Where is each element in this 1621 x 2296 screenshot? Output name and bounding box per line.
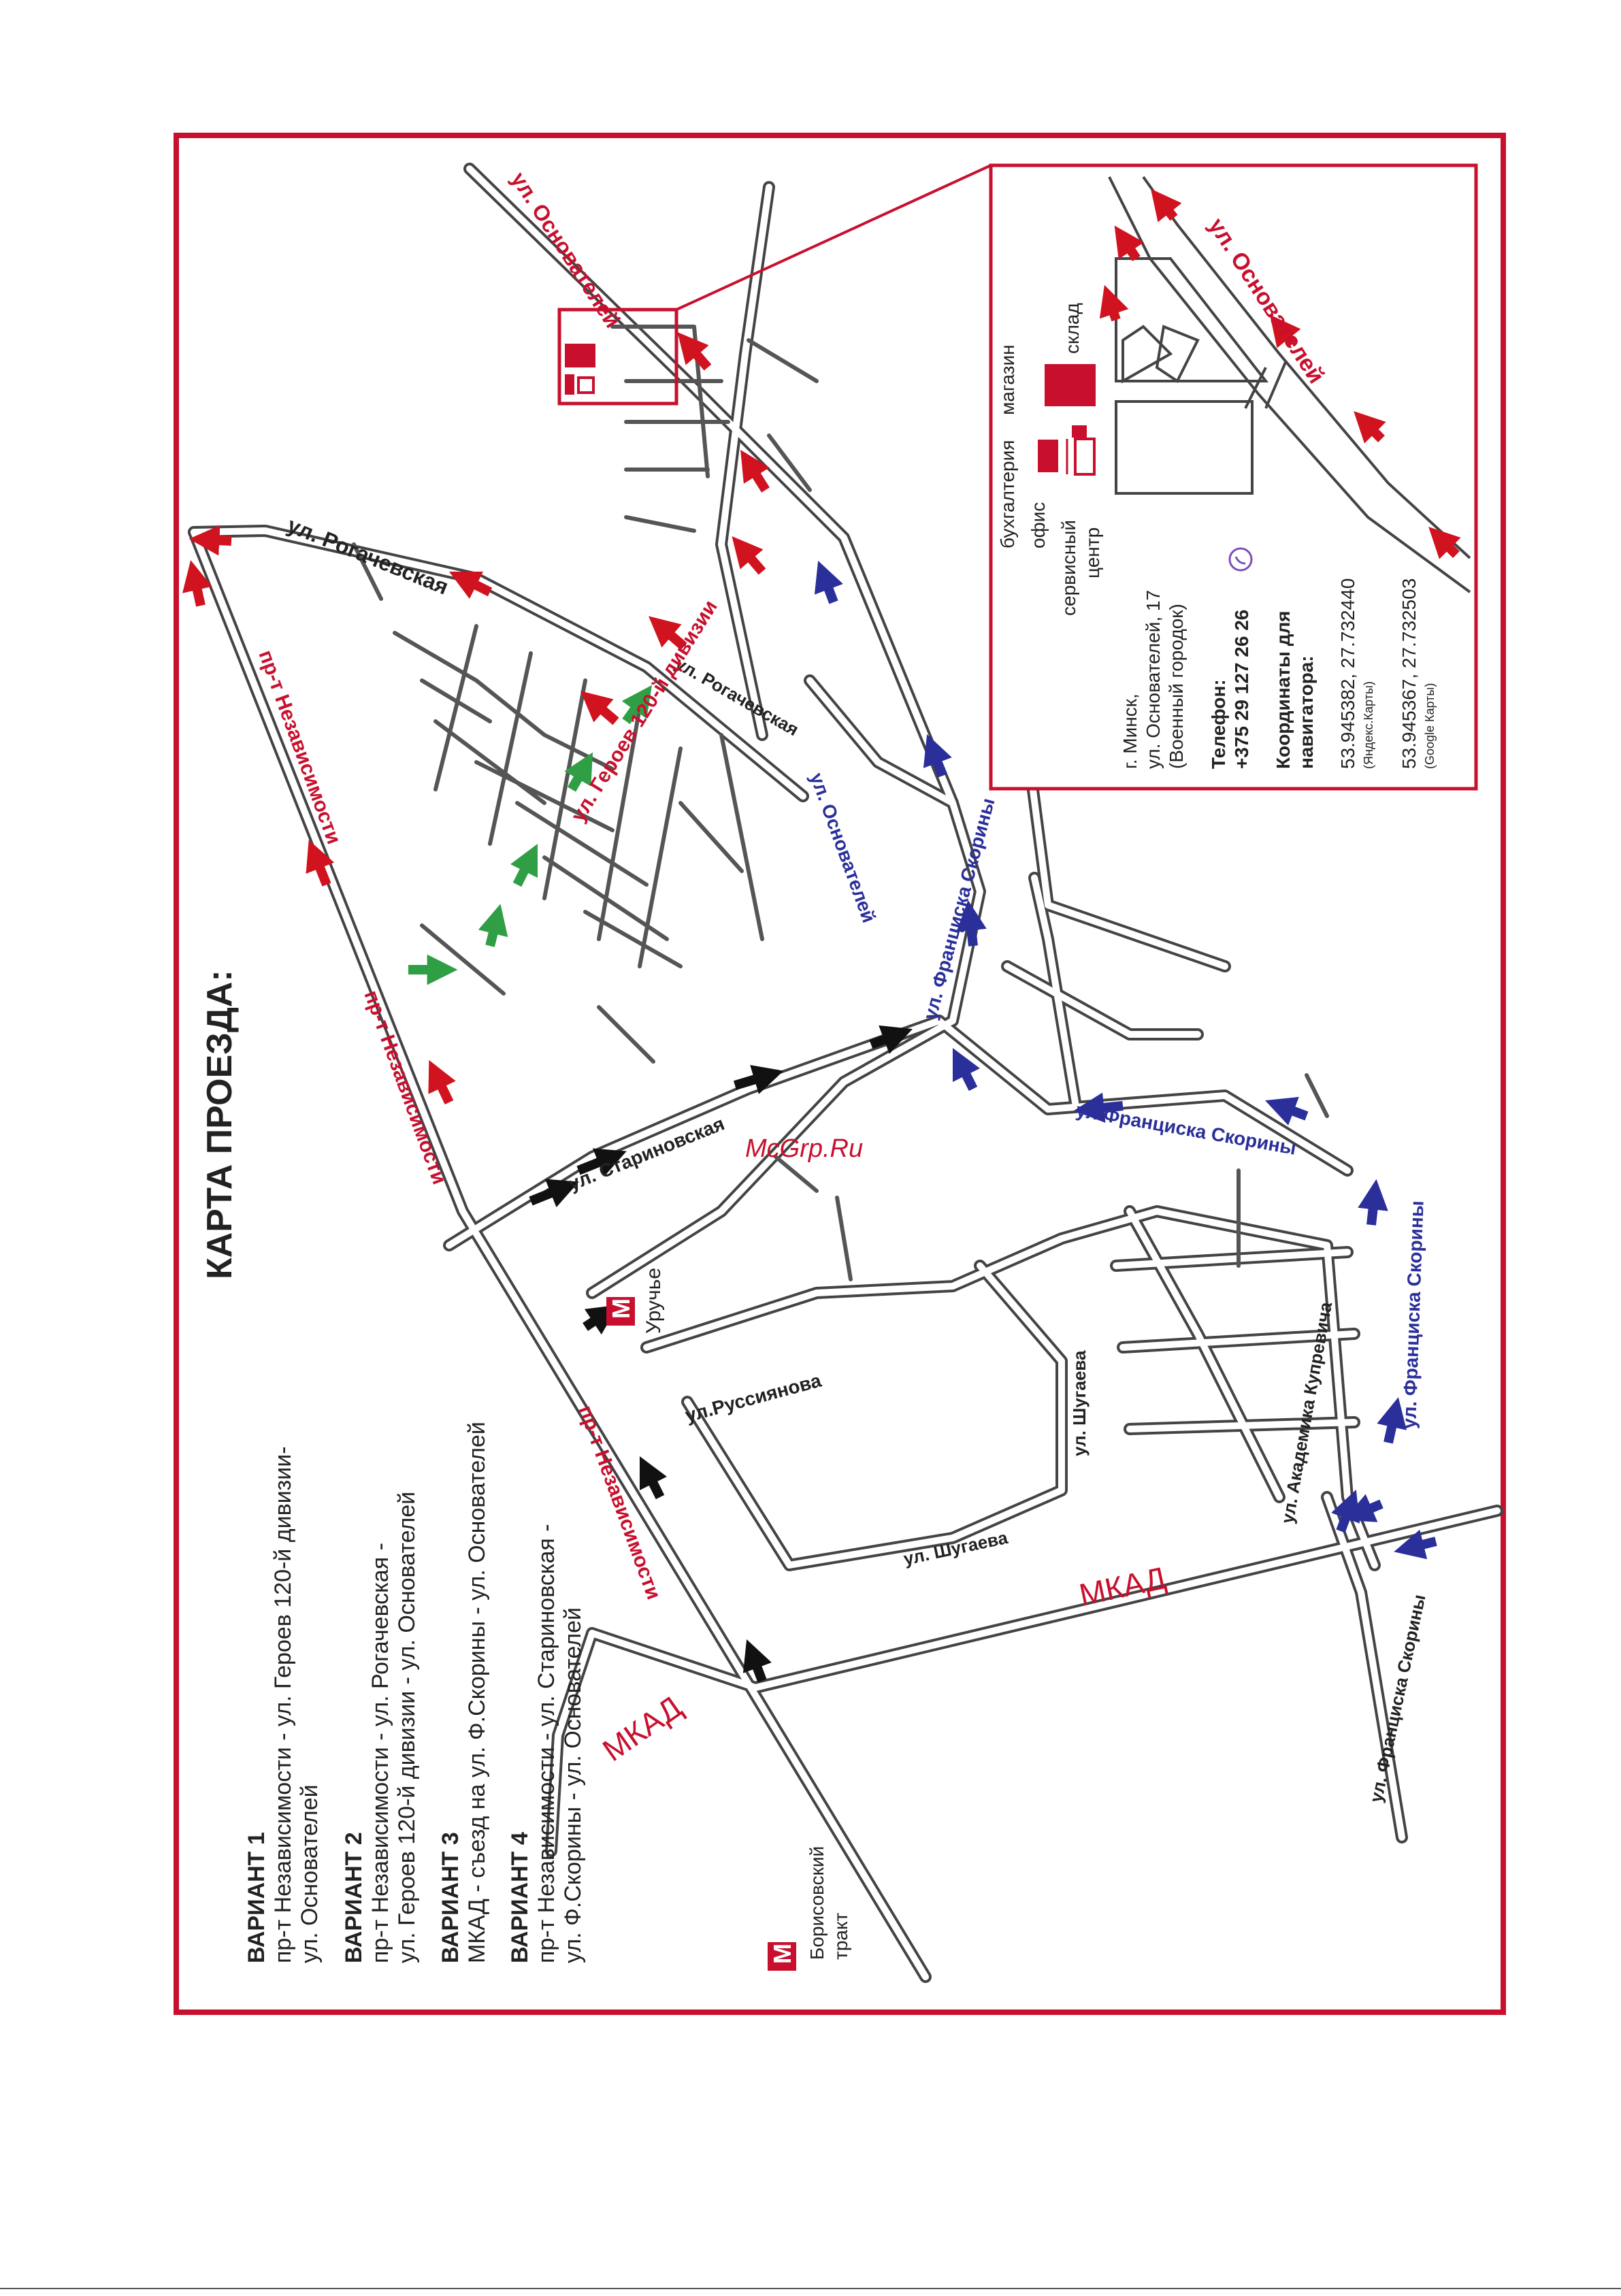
street-shugaeva-label-1: ул. Шугаева xyxy=(1069,1350,1090,1456)
variant-4-heading: ВАРИАНТ 4 xyxy=(507,1832,533,1963)
street-russiyanova-label: ул.Руссиянова xyxy=(683,1370,824,1426)
inset-address-3: (Военный городок) xyxy=(1166,604,1187,769)
inset-servis-label-2: центр xyxy=(1082,527,1103,578)
variant-3-line-1: МКАД - съезд на ул. Ф.Скорины - ул. Осно… xyxy=(464,1422,490,1963)
viber-icon xyxy=(1228,547,1253,572)
metro-borisov-symbol: М xyxy=(768,1944,796,1964)
inset-address-2: ул. Основателей, 17 xyxy=(1143,590,1164,769)
variant-3-heading: ВАРИАНТ 3 xyxy=(438,1832,463,1963)
destination-building-small xyxy=(565,374,574,395)
inset-magazin-label: магазин xyxy=(997,344,1018,415)
watermark: McGrp.Ru xyxy=(745,1134,863,1163)
mkad-label-2: МКАД xyxy=(596,1689,688,1768)
sklad-building xyxy=(1045,364,1096,406)
inset-coords-2: 53.945367, 27.732503 xyxy=(1398,578,1420,769)
inset-sklad-label: склад xyxy=(1062,303,1083,354)
metro-borisov-label-2: тракт xyxy=(830,1912,851,1960)
inset-servis-label-1: сервисный xyxy=(1058,520,1079,616)
metro-uruchye-label: Уручье xyxy=(642,1268,665,1334)
destination-building xyxy=(565,344,595,367)
inset-coords-2-source: (Google Карты) xyxy=(1423,683,1437,769)
destination-box xyxy=(557,308,678,406)
metro-uruchye-icon xyxy=(606,1297,635,1326)
street-rogachevskaya-label: ул. Рогачевская xyxy=(284,512,452,600)
inset-coords-1-source: (Яндекс.Карты) xyxy=(1362,681,1375,769)
variant-4-line-2: ул. Ф.Скорины - ул. Основателей xyxy=(560,1607,586,1963)
inset-address-1: г. Минск, xyxy=(1119,693,1141,769)
zoom-leader-line-b xyxy=(676,165,991,404)
metro-borisov-icon xyxy=(768,1942,796,1971)
inset-ofis-label: офис xyxy=(1028,502,1049,548)
inset-phone: +375 29 127 26 26 xyxy=(1231,610,1252,769)
zoom-leader-line xyxy=(676,164,992,311)
route-arrows xyxy=(182,331,1437,1683)
street-osnovateley-blue-label: ул. Основателей xyxy=(806,770,879,925)
variant-2-heading: ВАРИАНТ 2 xyxy=(341,1832,367,1963)
variant-4-line-1: пр-т Независимости - ул. Стариновская - xyxy=(534,1524,559,1963)
inset-coords-1: 53.945382, 27.732440 xyxy=(1337,578,1358,769)
servis-building xyxy=(1074,438,1096,476)
metro-borisov-label-1: Борисовский xyxy=(806,1846,828,1960)
inset-buhgalteria-label: бухгалтерия xyxy=(997,440,1018,548)
inset-coords-label-2: навигатора: xyxy=(1296,655,1317,769)
street-osnovateley-label: ул. Основателей xyxy=(506,167,625,332)
destination-building-outline xyxy=(577,376,595,394)
inset-phone-label: Телефон: xyxy=(1208,679,1229,769)
variant-2-line-2: ул. Героев 120-й дивизии - ул. Основател… xyxy=(394,1492,420,1963)
inset-coords-label-1: Координаты для xyxy=(1273,611,1294,769)
variant-2-line-1: пр-т Независимости - ул. Рогачевская - xyxy=(367,1543,393,1963)
street-nezavisimosti-label-1: пр-т Независимости xyxy=(254,647,345,847)
magazin-building xyxy=(1072,425,1087,438)
inset-panel xyxy=(989,163,1478,791)
buhgalteria-building xyxy=(1038,440,1058,472)
page-bottom-rule xyxy=(0,2288,1621,2289)
metro-uruchye-symbol: М xyxy=(607,1298,635,1319)
variants-legend: ВАРИАНТ 1 пр-т Независимости - ул. Герое… xyxy=(244,1422,586,1963)
street-nezavisimosti-label-3: пр-т Независимости xyxy=(574,1403,665,1603)
map-frame xyxy=(174,133,1506,2015)
map-title: КАРТА ПРОЕЗДА: xyxy=(200,970,240,1279)
street-skoriny-label-2: ул.Франциска Скорины xyxy=(1075,1099,1298,1158)
street-skoriny-label-3: ул. Франциска Скорины xyxy=(1398,1200,1428,1429)
variant-1-heading: ВАРИАНТ 1 xyxy=(244,1832,269,1963)
variant-1-line-1: пр-т Независимости - ул. Героев 120-й ди… xyxy=(270,1446,296,1963)
variant-1-line-2: ул. Основателей xyxy=(297,1784,323,1963)
